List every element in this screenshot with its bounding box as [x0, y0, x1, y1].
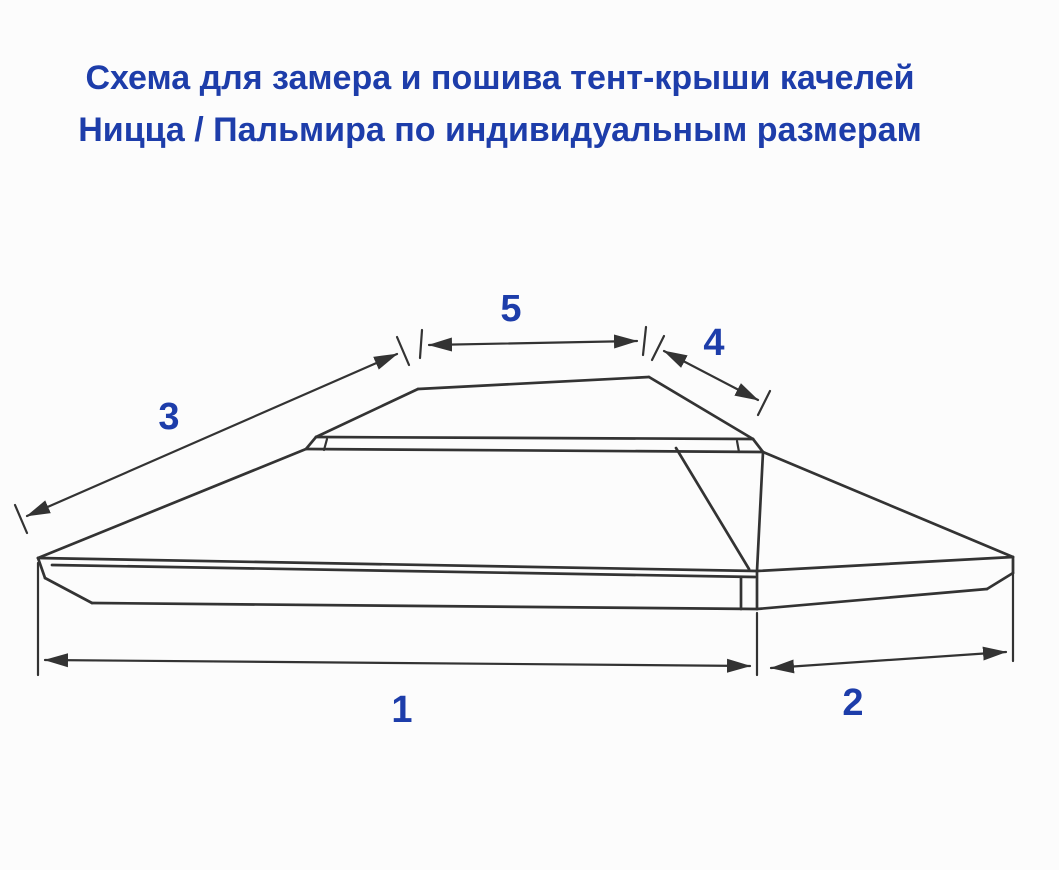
- dimension-label-4: 4: [703, 322, 725, 364]
- dimension-label-5: 5: [500, 288, 522, 330]
- dimension-label-1: 1: [391, 689, 413, 731]
- title-line-1: Схема для замера и пошива тент-крыши кач…: [85, 59, 915, 97]
- lower-roof: [36, 446, 1015, 573]
- dimension-5-arrow: [418, 325, 648, 360]
- page-title: Схема для замера и пошива тент-крыши кач…: [0, 52, 1000, 156]
- dimension-3-arrow: [13, 335, 411, 535]
- dimension-4-arrow: [650, 334, 772, 417]
- dimension-label-2: 2: [842, 682, 864, 724]
- title-line-2: Ницца / Пальмира по индивидуальным разме…: [78, 111, 922, 149]
- upper-roof: [314, 375, 755, 441]
- dimension-2-arrow: [769, 558, 1015, 674]
- lower-skirt: [36, 555, 1015, 611]
- dimension-label-3: 3: [158, 396, 180, 438]
- dimension-1-arrow: [36, 561, 759, 677]
